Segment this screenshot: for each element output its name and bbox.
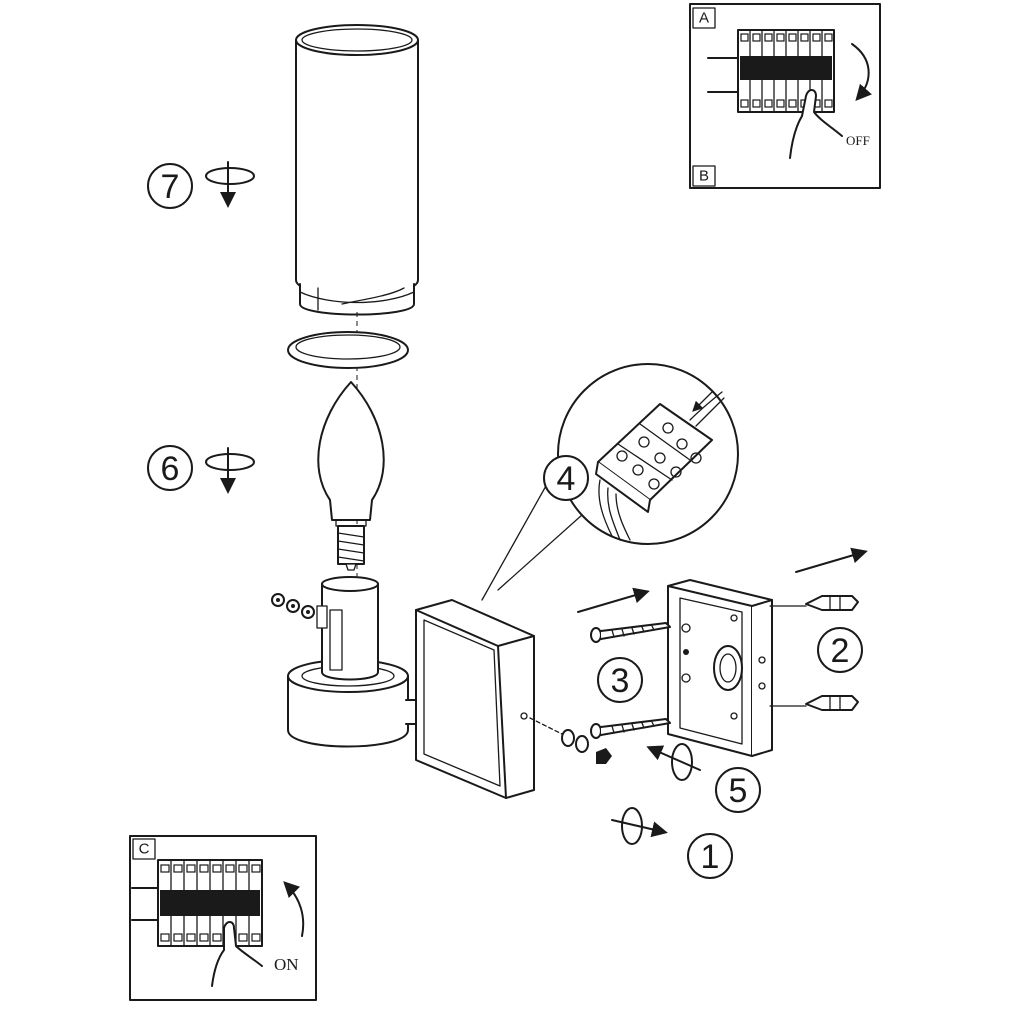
step-number: 7 <box>161 168 180 206</box>
off-label: OFF <box>846 133 870 148</box>
terminal-block <box>595 403 713 513</box>
screw-lower <box>590 718 671 739</box>
wall-plug-upper <box>805 595 859 611</box>
panel-c-letter-box <box>132 838 156 860</box>
step-marker-2: 2 <box>817 627 863 673</box>
plate-fixing-nut <box>529 717 612 764</box>
wall-plate <box>415 599 535 799</box>
wires <box>598 391 725 541</box>
hand-icon <box>211 921 263 987</box>
on-panel-frame <box>129 835 317 1001</box>
lamp-socket <box>316 576 379 681</box>
terminal-block-callout <box>557 363 739 545</box>
breaker-on-panel: C ON <box>129 835 317 1001</box>
step-marker-6: 6 <box>147 445 193 491</box>
panel-b-letter: B <box>699 168 709 185</box>
gasket-ring <box>287 331 409 369</box>
on-label: ON <box>274 955 299 974</box>
step-marker-1: 1 <box>687 833 733 879</box>
breaker-block <box>737 29 835 113</box>
bulb-screw-base <box>337 525 365 571</box>
wall-plug-lower <box>805 695 859 711</box>
step-number: 2 <box>831 632 850 670</box>
step-number: 4 <box>557 460 576 498</box>
candle-bulb <box>317 381 385 571</box>
screw-direction-arrow <box>577 587 650 613</box>
panel-a-letter-box <box>692 7 716 29</box>
plug-direction-arrow <box>795 547 868 573</box>
socket-nuts <box>271 593 315 619</box>
switch-up-arrow <box>283 881 305 937</box>
rotate-icon-step7 <box>205 161 255 208</box>
hand-icon <box>789 89 843 159</box>
rotate-icon-step1 <box>611 807 668 845</box>
step-marker-3: 3 <box>597 657 643 703</box>
panel-b-letter-box <box>692 165 716 187</box>
breaker-off-panel: A B OFF <box>689 3 881 189</box>
rotate-icon-step6 <box>205 447 255 494</box>
glass-shade <box>295 24 419 316</box>
rotate-icon-step5 <box>646 743 701 781</box>
switch-down-arrow <box>851 43 872 101</box>
step-marker-4: 4 <box>543 455 589 501</box>
screw-upper <box>590 622 671 643</box>
panel-a-letter: A <box>699 10 709 27</box>
off-panel-frame <box>689 3 881 189</box>
step-number: 5 <box>729 772 748 810</box>
step-marker-5: 5 <box>715 767 761 813</box>
step-number: 1 <box>701 838 720 876</box>
callout-leader-left <box>481 467 557 601</box>
step-number: 3 <box>611 662 630 700</box>
callout-leader-right <box>497 505 593 591</box>
step-number: 6 <box>161 450 180 488</box>
mounting-bracket <box>667 579 773 757</box>
breaker-block <box>157 859 263 947</box>
step-marker-7: 7 <box>147 163 193 209</box>
panel-c-letter: C <box>139 841 150 858</box>
